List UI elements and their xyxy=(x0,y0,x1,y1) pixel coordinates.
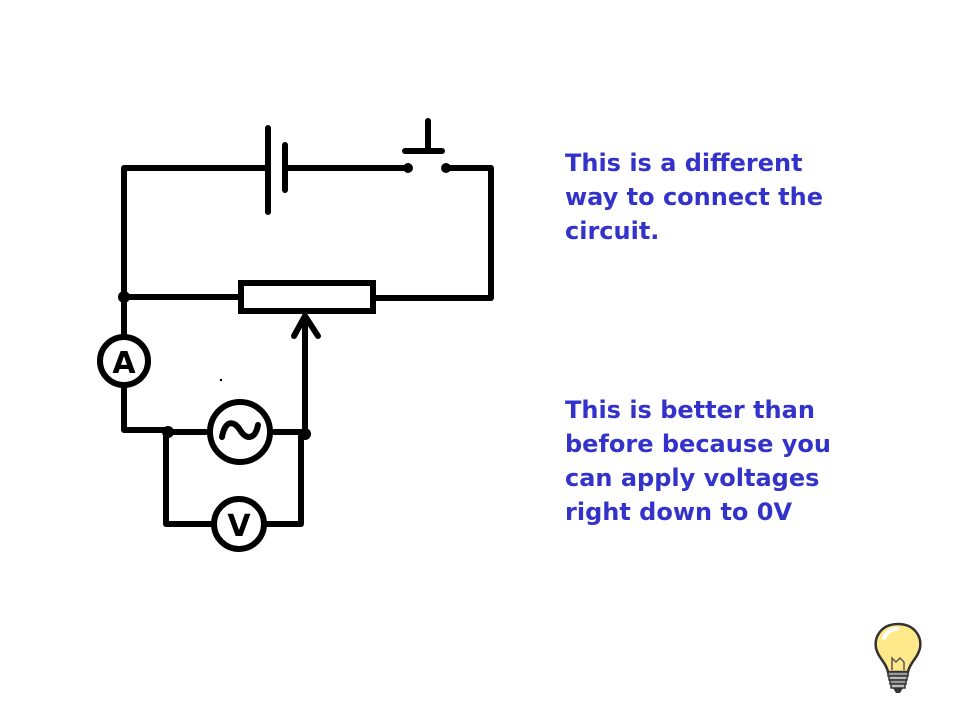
voltmeter-label: V xyxy=(227,509,251,544)
battery-cell xyxy=(265,125,288,215)
stray-dot xyxy=(219,378,223,382)
slide-text-intro: This is a different way to connect the c… xyxy=(565,149,823,245)
lamp xyxy=(162,399,311,465)
ammeter-label: A xyxy=(112,346,136,381)
voltmeter: V xyxy=(163,429,304,552)
slide-text-explanation: This is better than before because you c… xyxy=(565,396,831,526)
lightbulb-icon[interactable] xyxy=(868,620,928,700)
ammeter: A xyxy=(97,334,151,388)
potentiometer xyxy=(118,280,376,437)
push-switch xyxy=(402,118,451,173)
